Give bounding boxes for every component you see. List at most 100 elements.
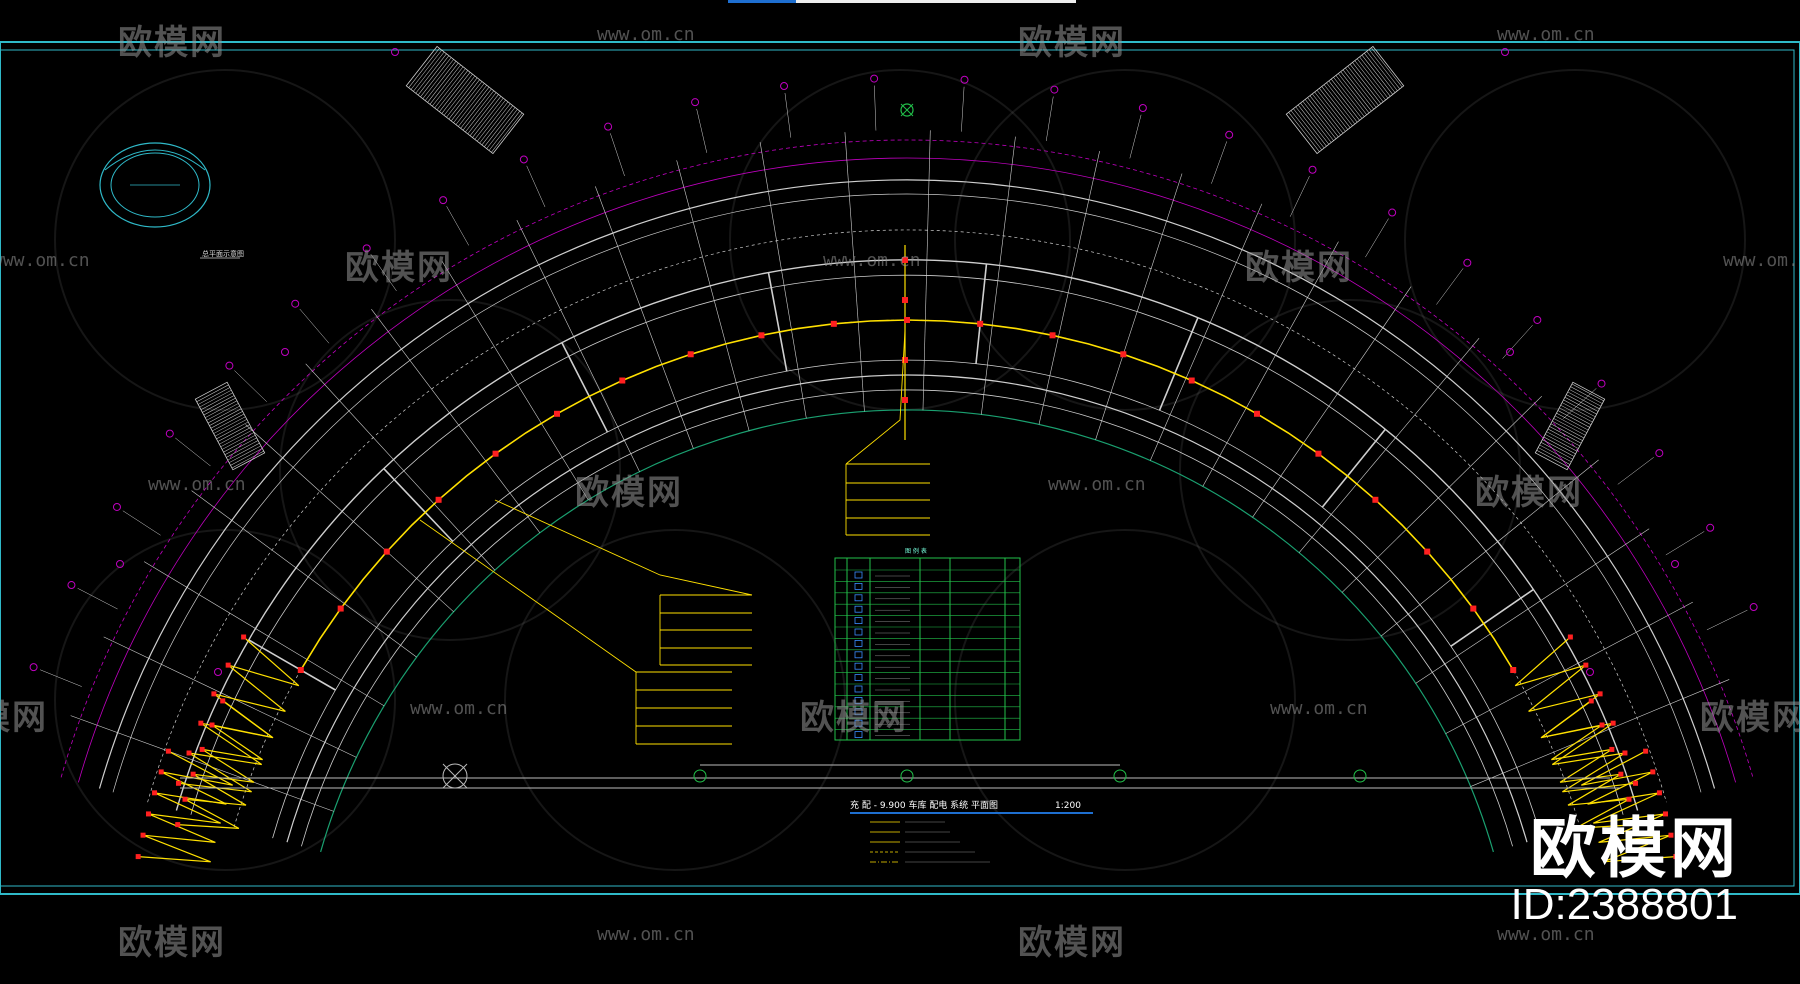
axis-bubble [1597,379,1606,388]
corner-id: ID:2388801 [1510,880,1738,929]
stair-tread [217,424,250,442]
stair-tread [484,107,516,147]
stair-tread [446,77,478,118]
axis-bubble [165,429,174,438]
fixture-marker [1597,691,1603,697]
fixture-marker [297,667,304,673]
stair-tread [224,437,257,455]
stair-tread [455,85,487,125]
electrical-devices [135,257,1679,860]
watermark-url: www.om.cn [0,250,90,271]
axis-bubble [1655,449,1664,458]
arc-line [301,389,1513,847]
legend-symbol-icon [854,697,863,704]
axis-bubble [29,663,38,672]
branch-cable [178,636,300,793]
stair-tread [1554,415,1587,433]
axis-leader [1365,218,1389,258]
radial-grid-line [595,186,694,449]
stair-tread [1553,418,1586,436]
stair-tread [467,94,499,135]
fixture-marker [687,351,694,358]
key-plan-label: 总平面示意图 [202,249,244,258]
watermark-url: www.om.cn [1497,924,1595,945]
radial-grid-line [1341,395,1543,593]
axis-leader [874,85,877,131]
watermark-url: www.om.cn [597,24,695,45]
radial-grid-line [441,260,589,501]
watermark-brand: 欧模网 [118,23,226,63]
fixture-marker [152,790,158,796]
stair-tread [1563,399,1596,418]
radial-grid-line [1202,241,1339,487]
stair-tread [226,440,259,458]
stair-tread [1338,73,1370,114]
drawing-title-block: 充 配 - 9.900 车库 配电 系统 平面图 1:200 [850,799,1093,863]
fixture-marker [1049,332,1056,339]
legend-table-rows [835,569,1020,738]
fixture-marker [190,771,196,777]
north-marker-icon [900,103,914,117]
branch-cable [1581,750,1676,863]
branch-cable [177,700,273,829]
fixture-marker [1254,410,1260,417]
axis-leader [1502,324,1533,359]
radial-grid-line [191,490,417,658]
partition-wall [383,468,454,542]
radial-grid-lines [70,130,1730,812]
stair-tread [1288,112,1320,152]
fixture-marker [1372,496,1379,503]
axis-leader [446,206,469,246]
radial-grid-line [1298,338,1480,553]
stair-tread [417,55,450,96]
fixture-marker [1188,377,1195,384]
radial-grid-line [1415,528,1650,684]
fixture-marker [158,769,164,775]
stair-tread [1545,434,1578,452]
stair-tread [1345,67,1377,108]
stair-wings [194,45,1606,471]
legend-symbol-icon [854,617,863,624]
fixture-marker [1599,722,1605,728]
stair-tread [216,421,249,440]
stair-tread [1539,444,1572,463]
callout-left-upper [494,499,753,666]
stair-tread [212,413,245,432]
legend-symbol-icon [854,719,863,727]
watermark-url: www.om.cn [1497,24,1595,45]
stair-outline [1285,45,1405,155]
radial-grid-line [103,636,357,758]
axis-leader [1665,531,1705,556]
sheet-frame-outer [0,41,1800,895]
watermark-brand: 欧模网 [800,698,908,738]
watermark-brand: 欧模网 [0,698,48,738]
axis-bubble [604,122,613,131]
watermark-brand: 欧模网 [1018,923,1126,963]
stair-wing [1285,45,1405,155]
stair-tread [219,427,252,445]
axis-bubble [67,581,76,590]
stair-tread [231,450,264,469]
fixture-marker [225,662,231,668]
radial-grid-line [371,309,541,534]
stair-tread [450,81,483,122]
radial-grid-line [245,424,454,613]
axis-bubble [691,98,700,107]
axis-bubble [439,196,448,205]
fixture-marker [199,746,205,752]
stair-tread [424,61,457,101]
radial-grid-line [1038,151,1100,425]
axis-leader [234,370,267,402]
stair-tread [221,432,254,450]
fixture-marker [758,332,765,339]
axis-leader [1211,141,1228,184]
radial-grid-line [1149,203,1263,461]
legend-symbol-icon [854,685,863,693]
stair-tread [441,73,473,114]
corner-brand: 欧模网 [1530,810,1740,887]
fixture-marker [1609,746,1615,752]
stair-tread [1323,84,1356,125]
stair-tread [460,88,492,129]
stair-tread [1557,410,1590,428]
